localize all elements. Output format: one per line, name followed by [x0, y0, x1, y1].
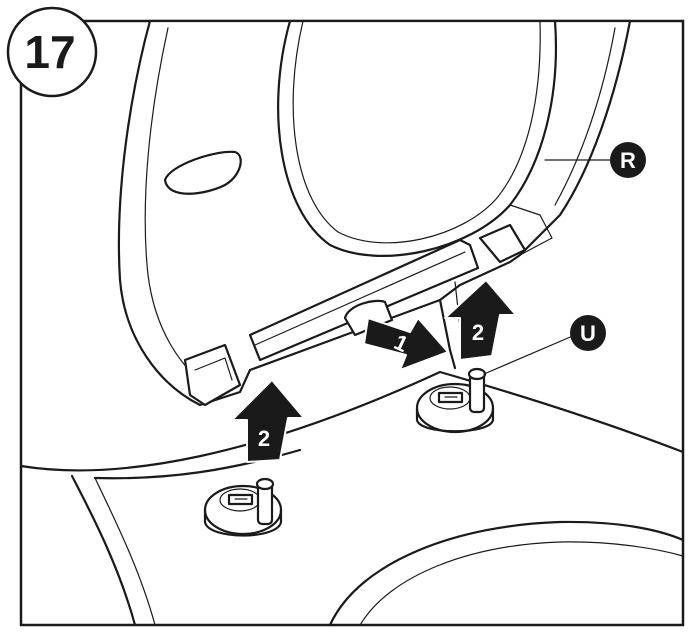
callout-r: R [544, 142, 646, 178]
callout-u-label: U [580, 321, 596, 346]
arrow-2-left-label: 2 [258, 426, 270, 451]
arrow-2-right: 2 [444, 279, 517, 361]
arrow-2-right-label: 2 [472, 320, 484, 345]
arrow-1: 1 [363, 317, 449, 371]
arrow-2-left: 2 [231, 379, 305, 463]
callout-r-label: R [620, 148, 636, 173]
step-badge: 17 [6, 6, 98, 98]
toilet-seat-assembly [117, 19, 632, 407]
step-number: 17 [24, 26, 75, 78]
toilet-bowl [19, 370, 685, 627]
hinge-base-left [203, 477, 283, 537]
callout-u: U [483, 315, 606, 375]
hinge-base-right [415, 367, 495, 434]
